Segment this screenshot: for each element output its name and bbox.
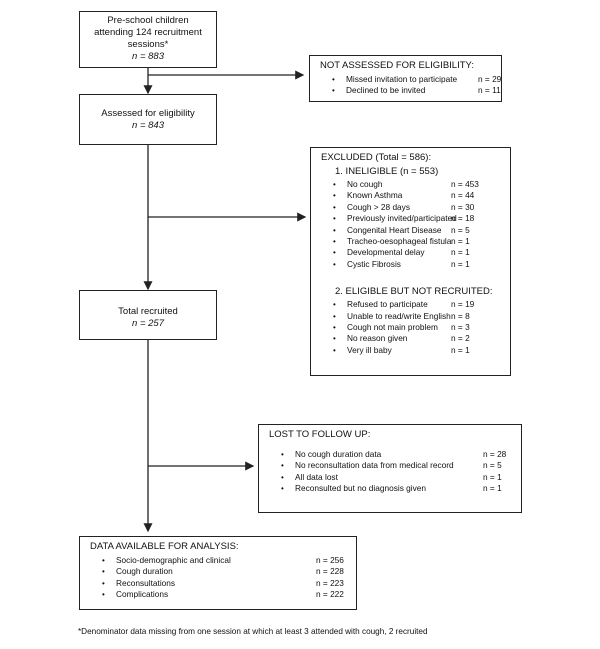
list-item: No reconsultation data from medical reco… <box>259 460 521 472</box>
not-assessed-box: NOT ASSESSED FOR ELIGIBILITY: Missed inv… <box>309 55 502 102</box>
footnote: *Denominator data missing from one sessi… <box>78 627 428 636</box>
not-assessed-title: NOT ASSESSED FOR ELIGIBILITY: <box>320 60 474 71</box>
recruited-box: Total recruited n = 257 <box>79 290 217 340</box>
recruitment-line-2: attending 124 recruitment <box>94 27 202 38</box>
available-title: DATA AVAILABLE FOR ANALYSIS: <box>90 541 239 552</box>
ineligible-heading: 1. INELIGIBLE (n = 553) <box>335 166 439 177</box>
recruitment-line-1: Pre-school children <box>107 15 189 26</box>
excluded-title: EXCLUDED (Total = 586): <box>321 152 432 163</box>
recruitment-line-3: sessions* <box>127 39 169 50</box>
assessed-box: Assessed for eligibility n = 843 <box>79 94 217 145</box>
data-available-box: DATA AVAILABLE FOR ANALYSIS: Socio-demog… <box>79 536 357 610</box>
recruitment-count: n = 883 <box>132 51 164 62</box>
recruited-count: n = 257 <box>132 318 164 329</box>
assessed-count: n = 843 <box>132 120 164 131</box>
eligible-heading: 2. ELIGIBLE BUT NOT RECRUITED: <box>335 286 493 298</box>
lost-to-follow-up-box: LOST TO FOLLOW UP: No cough duration dat… <box>258 424 522 513</box>
recruited-label: Total recruited <box>118 306 178 317</box>
assessed-label: Assessed for eligibility <box>101 108 195 119</box>
excluded-box: EXCLUDED (Total = 586): 1. INELIGIBLE (n… <box>310 147 511 376</box>
lost-title: LOST TO FOLLOW UP: <box>269 429 371 440</box>
recruitment-sessions-box: Pre-school children attending 124 recrui… <box>79 11 217 68</box>
